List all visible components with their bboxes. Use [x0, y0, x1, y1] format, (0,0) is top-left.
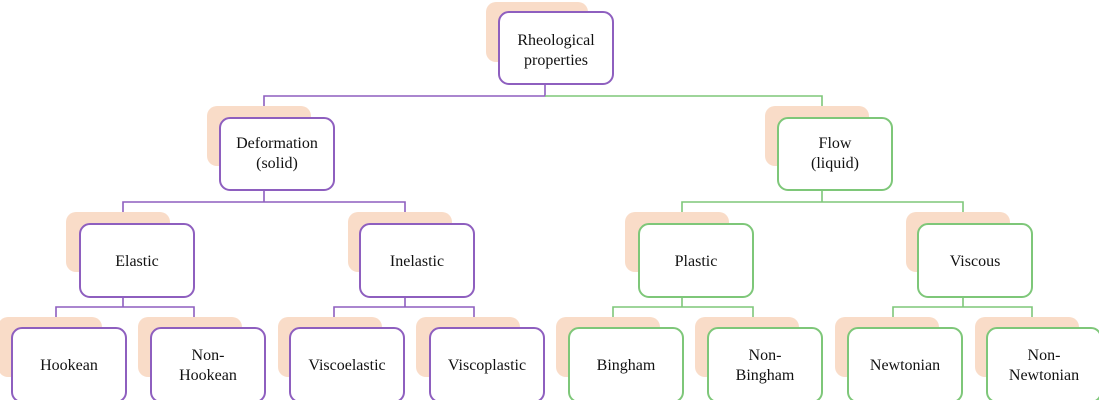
node-box	[568, 327, 684, 400]
node-label-line1: Non-	[749, 347, 782, 364]
node-label: Newtonian	[870, 357, 940, 374]
node-label-line1: Non-	[192, 347, 225, 364]
node-box	[707, 327, 823, 400]
node-deformation-solid: Deformation (solid)	[207, 106, 335, 191]
node-label-line2: properties	[524, 52, 588, 69]
node-label: Viscous	[950, 253, 1001, 270]
node-box	[777, 117, 893, 191]
node-label: Viscoplastic	[448, 357, 526, 374]
node-viscoelastic: Viscoelastic	[278, 317, 405, 400]
node-flow-liquid: Flow (liquid)	[765, 106, 893, 191]
node-label: Elastic	[115, 253, 159, 270]
node-box	[79, 223, 195, 298]
node-label: Inelastic	[390, 253, 444, 270]
node-inelastic: Inelastic	[348, 212, 475, 298]
node-elastic: Elastic	[66, 212, 195, 298]
node-box	[847, 327, 963, 400]
node-box	[986, 327, 1099, 400]
node-label: Bingham	[597, 357, 656, 374]
node-box	[11, 327, 127, 400]
node-viscous: Viscous	[906, 212, 1033, 298]
node-viscoplastic: Viscoplastic	[416, 317, 545, 400]
node-box	[429, 327, 545, 400]
node-label-line2: (liquid)	[811, 155, 859, 172]
node-plastic: Plastic	[625, 212, 754, 298]
node-label-line2: Hookean	[179, 367, 237, 384]
node-label-line2: (solid)	[256, 155, 298, 172]
node-rheological-properties: Rheological properties	[486, 2, 614, 85]
node-label: Viscoelastic	[308, 357, 385, 374]
node-label-line2: Newtonian	[1009, 367, 1079, 384]
node-newtonian: Newtonian	[835, 317, 963, 400]
node-box	[498, 11, 614, 85]
node-box	[150, 327, 266, 400]
node-box	[917, 223, 1033, 298]
node-hookean: Hookean	[0, 317, 127, 400]
node-box	[359, 223, 475, 298]
node-label-line1: Deformation	[236, 135, 318, 152]
node-label-line2: Bingham	[736, 367, 795, 384]
node-label-line1: Rheological	[517, 32, 595, 49]
node-box	[289, 327, 405, 400]
node-non-hookean: Non- Hookean	[138, 317, 266, 400]
node-non-bingham: Non- Bingham	[695, 317, 823, 400]
node-label-line1: Flow	[819, 135, 852, 152]
node-label: Plastic	[675, 253, 718, 270]
node-box	[638, 223, 754, 298]
node-label-line1: Non-	[1028, 347, 1061, 364]
node-non-newtonian: Non- Newtonian	[975, 317, 1099, 400]
node-label: Hookean	[40, 357, 98, 374]
node-bingham: Bingham	[556, 317, 684, 400]
node-box	[219, 117, 335, 191]
